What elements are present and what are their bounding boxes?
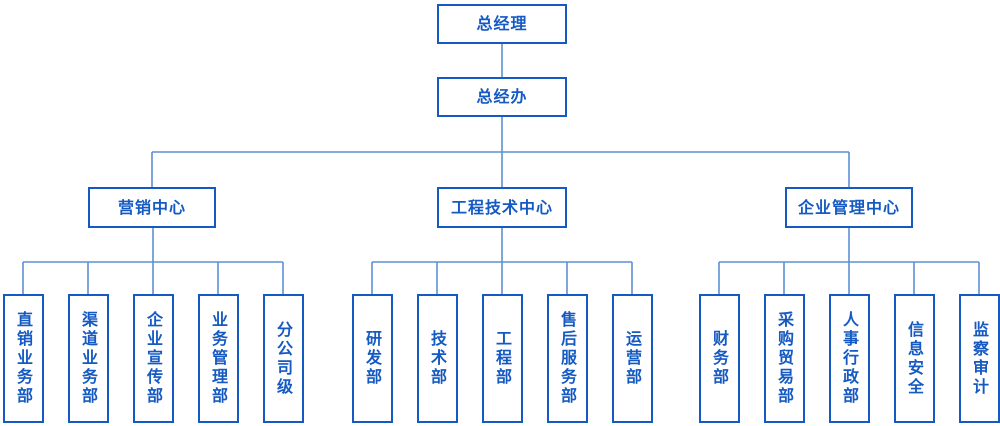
node-rd-dept: 研发部 [351,294,393,423]
node-corporate-publicity-dept: 企业宣传部 [132,294,174,423]
connector-marketing-branch [22,228,284,294]
node-operations-dept: 运营部 [611,294,653,423]
node-general-manager-office: 总经办 [437,77,567,117]
node-general-manager: 总经理 [437,4,567,44]
node-after-sales-service-dept: 售后服务部 [546,294,588,423]
node-branch-company-level: 分公司级 [262,294,304,423]
node-finance-dept: 财务部 [698,294,740,423]
node-hr-admin-dept: 人事行政部 [828,294,870,423]
connector-management-branch [718,228,980,294]
node-business-management-dept: 业务管理部 [197,294,239,423]
connector-engineering-branch [371,228,633,294]
node-direct-sales-dept: 直销业务部 [2,294,44,423]
node-channel-business-dept: 渠道业务部 [67,294,109,423]
node-engineering-tech-center: 工程技术中心 [437,187,567,228]
node-marketing-center: 营销中心 [88,187,216,228]
node-technology-dept: 技术部 [416,294,458,423]
node-procurement-trade-dept: 采购贸易部 [763,294,805,423]
node-engineering-dept: 工程部 [481,294,523,423]
node-information-security: 信息安全 [893,294,935,423]
node-supervision-audit: 监察审计 [958,294,1000,423]
node-enterprise-mgmt-center: 企业管理中心 [785,187,913,228]
connector-level1 [151,44,850,187]
